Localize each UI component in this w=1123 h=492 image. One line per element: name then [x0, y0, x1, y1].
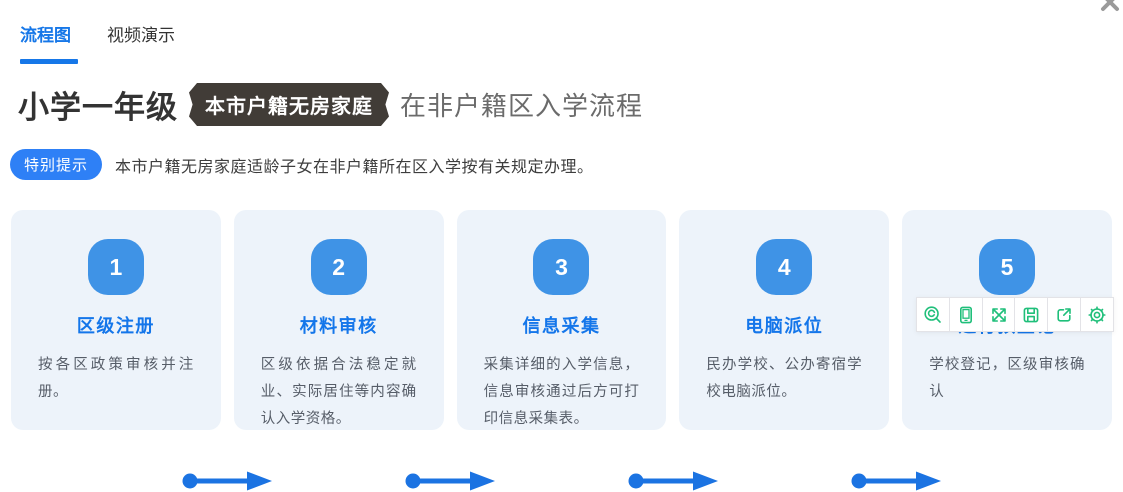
zoom-preview-icon[interactable] [916, 297, 950, 332]
step-number-badge: 4 [756, 239, 813, 295]
step-description: 民办学校、公办寄宿学校电脑派位。 [706, 357, 863, 400]
flow-arrow-icon [851, 471, 941, 491]
flow-diagram: 1 区级注册 按各区政策审核并注册。 2 材料审核 区级依据合法稳定就业、实际居… [11, 210, 1114, 491]
annotation-toolbar [916, 297, 1114, 332]
save-icon[interactable] [1014, 297, 1049, 332]
step-description: 按各区政策审核并注册。 [38, 357, 194, 400]
settings-gear-icon[interactable] [1080, 297, 1114, 332]
step-card-3: 3 信息采集 采集详细的入学信息，信息审核通过后方可打印信息采集表。 [456, 210, 667, 430]
title-badge: 本市户籍无房家庭 [189, 83, 389, 126]
notice-badge: 特别提示 [10, 149, 103, 180]
title-grade: 小学一年级 [18, 90, 178, 125]
flow-arrow-icon [628, 471, 718, 491]
step-title: 信息采集 [522, 316, 601, 336]
mobile-view-icon[interactable] [948, 297, 983, 332]
active-tab-underline [20, 59, 78, 64]
flow-arrow-icon [405, 471, 495, 491]
page-title: 小学一年级 本市户籍无房家庭 在非户籍区入学流程 [18, 82, 1123, 127]
tab-flowchart[interactable]: 流程图 [20, 26, 71, 45]
step-description: 学校登记，区级审核确认 [929, 357, 1085, 400]
step-number-badge: 2 [310, 239, 367, 295]
step-card-4: 4 电脑派位 民办学校、公办寄宿学校电脑派位。 [679, 210, 890, 430]
step-card-2: 2 材料审核 区级依据合法稳定就业、实际居住等内容确认入学资格。 [233, 210, 444, 430]
step-description: 采集详细的入学信息，信息审核通过后方可打印信息采集表。 [483, 357, 640, 427]
tab-bar: 流程图 视频演示 [0, 0, 1123, 46]
step-title: 区级注册 [76, 316, 155, 336]
step-number-badge: 5 [979, 239, 1036, 295]
step-number-badge: 3 [533, 239, 590, 295]
step-title: 材料审核 [299, 316, 378, 336]
step-number-badge: 1 [87, 239, 144, 295]
notice-text: 本市户籍无房家庭适龄子女在非户籍所在区入学按有关规定办理。 [115, 158, 594, 176]
export-icon[interactable] [1047, 297, 1082, 332]
fullscreen-icon[interactable] [981, 297, 1016, 332]
step-title: 电脑派位 [745, 316, 824, 336]
flow-arrow-icon [182, 471, 272, 491]
step-description: 区级依据合法稳定就业、实际居住等内容确认入学资格。 [260, 357, 417, 427]
title-suffix: 在非户籍区入学流程 [400, 91, 644, 121]
tab-video-demo[interactable]: 视频演示 [107, 26, 175, 45]
step-card-1: 1 区级注册 按各区政策审核并注册。 [11, 210, 221, 430]
close-icon[interactable] [1099, 0, 1121, 13]
notice-row: 特别提示 本市户籍无房家庭适龄子女在非户籍所在区入学按有关规定办理。 [10, 149, 1123, 180]
